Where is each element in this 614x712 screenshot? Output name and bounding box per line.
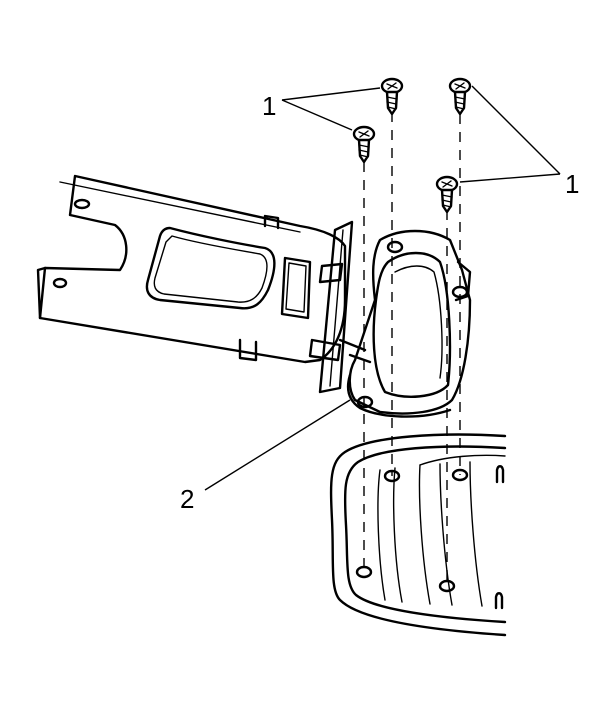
screw-3 xyxy=(448,77,472,116)
cover-hole-3 xyxy=(356,395,374,409)
screw-1 xyxy=(380,77,404,116)
screw-4 xyxy=(435,175,459,214)
screw-2 xyxy=(352,125,376,164)
floor-hole-5 xyxy=(438,579,456,593)
floor-hole-7 xyxy=(451,468,469,482)
callout-cover: 2 xyxy=(180,484,194,514)
alignment-lines xyxy=(363,112,461,586)
leader-lines xyxy=(204,85,561,491)
floor-hole-4 xyxy=(355,565,373,579)
floor-hole-6 xyxy=(383,469,401,483)
cover-hole-1 xyxy=(386,240,404,254)
shift-boot-cover xyxy=(338,229,472,418)
floor-panel xyxy=(329,433,507,637)
callout-screws-right: 1 xyxy=(565,169,579,199)
support-bracket xyxy=(36,174,354,394)
callout-screws-left: 1 xyxy=(262,91,276,121)
